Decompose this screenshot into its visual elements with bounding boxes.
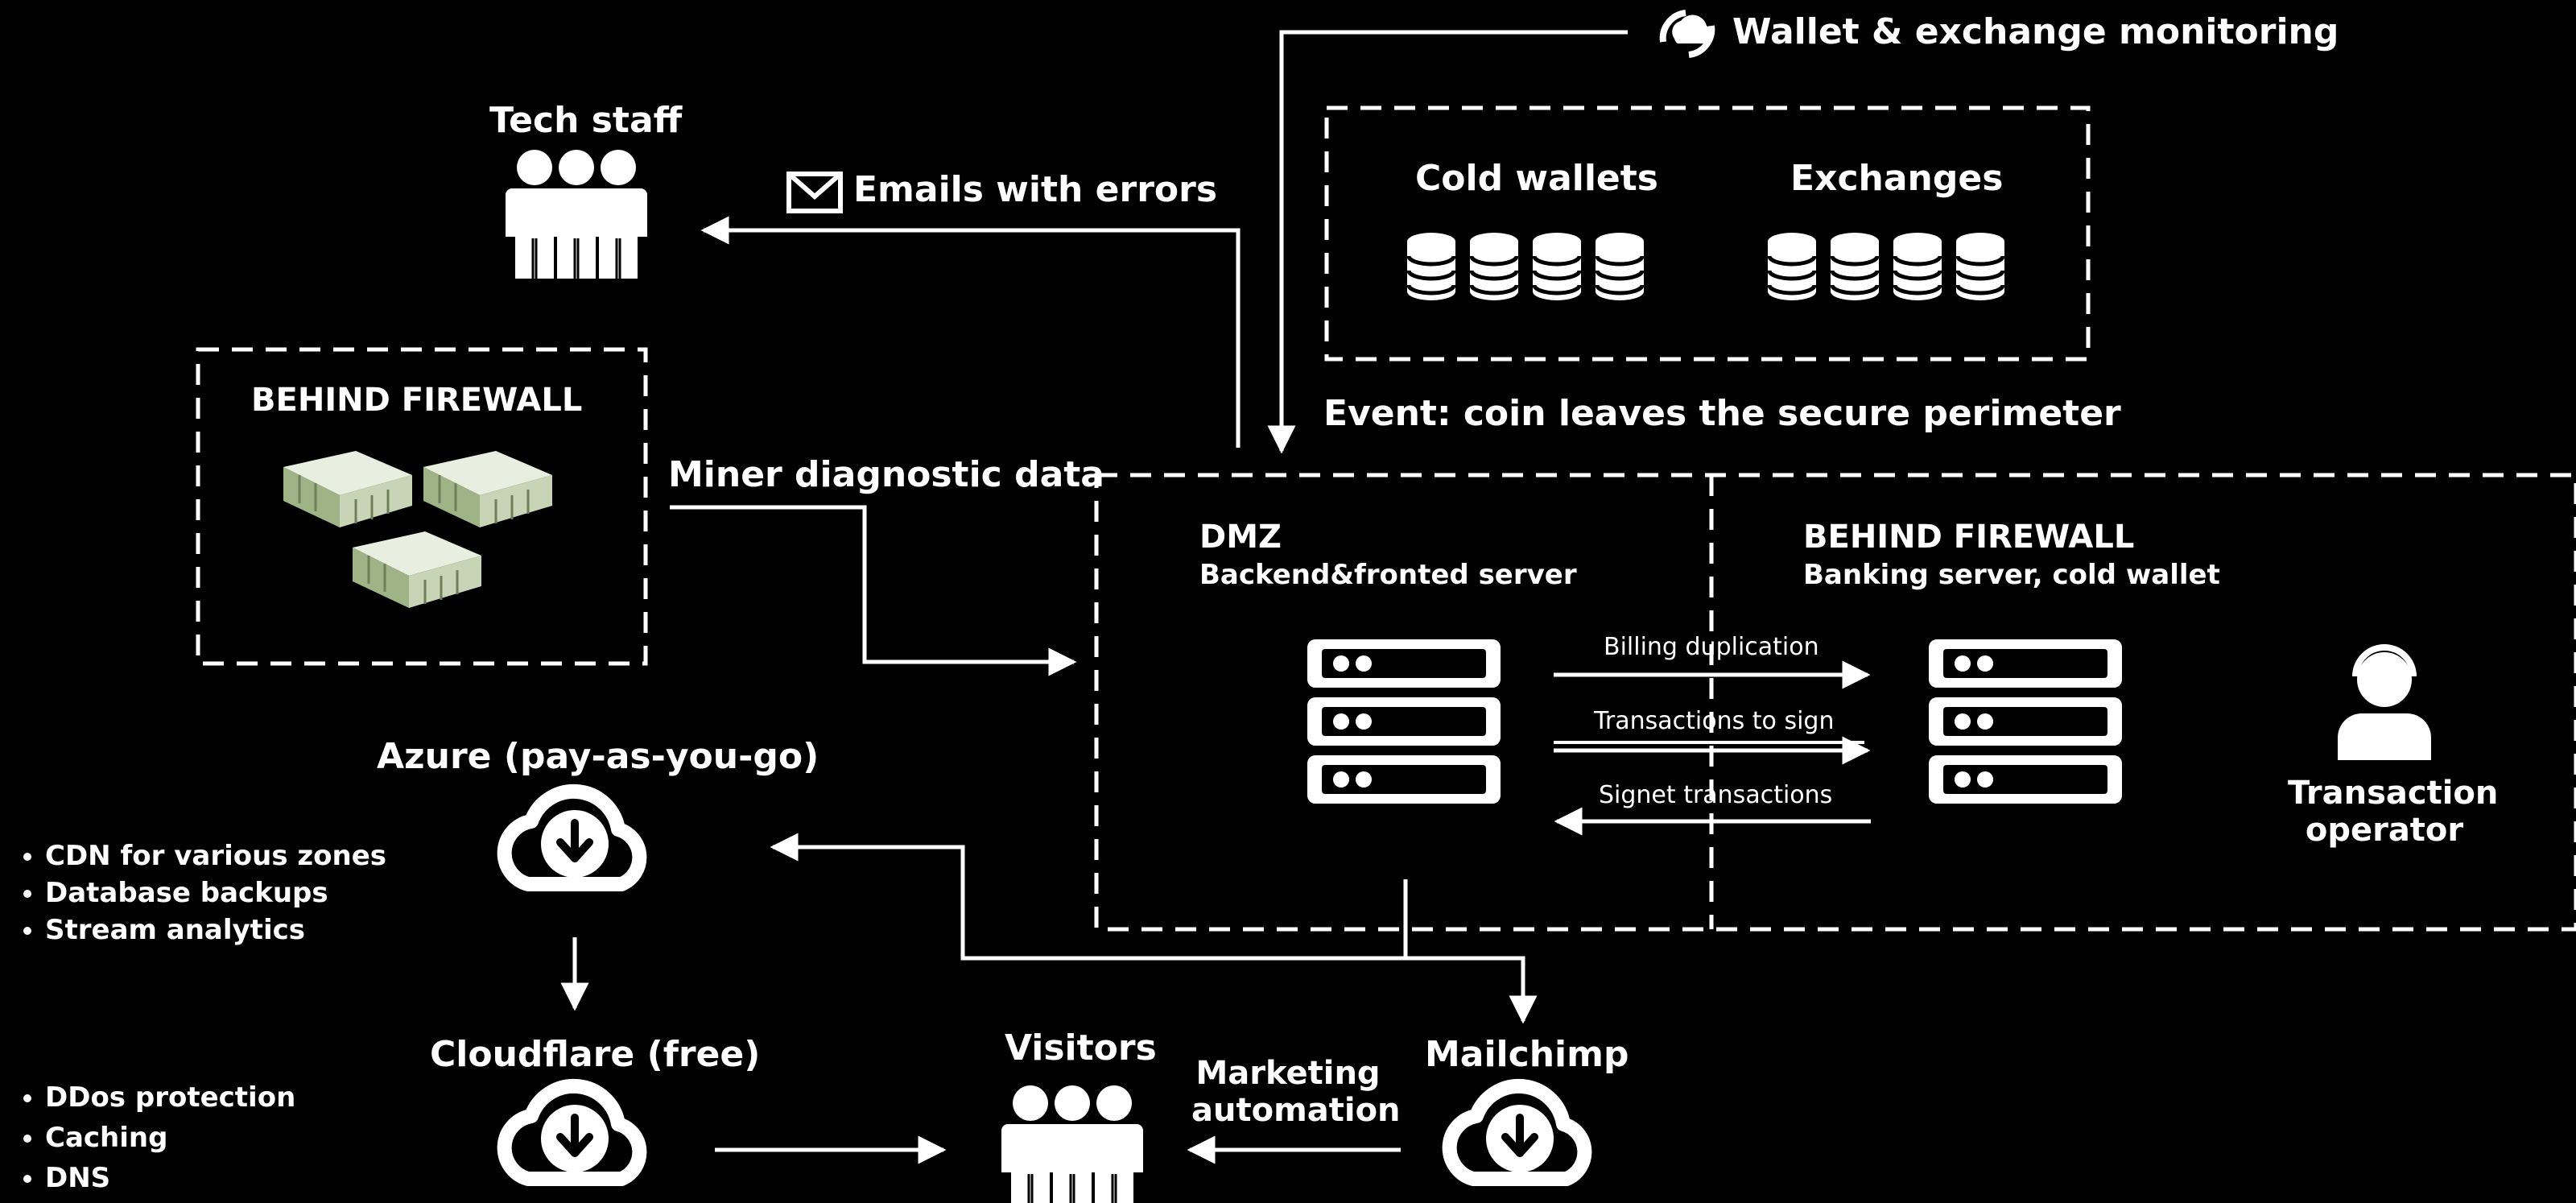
cloudflare-feature-item: DDos protection bbox=[45, 1077, 295, 1118]
monitoring-arrow bbox=[1267, 30, 1628, 454]
cloudflare-feature-item: DNS bbox=[45, 1158, 295, 1198]
transaction-operator-label-line2: operator bbox=[2305, 812, 2464, 849]
visitors-label: Visitors bbox=[1005, 1027, 1157, 1069]
server-to-azure-mailchimp-connector bbox=[770, 833, 1408, 961]
mail-icon bbox=[786, 172, 843, 213]
miner-diagnostic-label: Miner diagnostic data bbox=[668, 454, 1104, 495]
cloudflare-features-list: DDos protection Caching DNS bbox=[16, 1077, 295, 1198]
marketing-automation-label: Marketing automation bbox=[1191, 1055, 1401, 1129]
exchanges-label: Exchanges bbox=[1790, 158, 2004, 199]
azure-features-list: CDN for various zones Database backups S… bbox=[16, 837, 386, 949]
cold-storage-box bbox=[1324, 105, 2091, 362]
tech-staff-label: Tech staff bbox=[489, 100, 683, 141]
wallet-monitoring-icon bbox=[1659, 10, 1715, 58]
transaction-operator-icon bbox=[2338, 644, 2431, 760]
azure-feature-item: CDN for various zones bbox=[45, 837, 386, 874]
cold-wallets-label: Cold wallets bbox=[1415, 158, 1658, 199]
azure-cloud-icon bbox=[505, 792, 640, 884]
miner-firewall-box bbox=[196, 347, 648, 666]
mailchimp-label: Mailchimp bbox=[1425, 1034, 1629, 1075]
dmz-server-icon bbox=[1307, 639, 1501, 804]
dmz-subtitle: Backend&fronted server bbox=[1199, 559, 1577, 591]
azure-label: Azure (pay-as-you-go) bbox=[377, 736, 819, 777]
billing-duplication-label: Billing duplication bbox=[1604, 633, 1819, 661]
dmz-title: DMZ bbox=[1199, 519, 1282, 556]
banking-server-icon bbox=[1929, 639, 2122, 804]
cloudflare-cloud-icon bbox=[505, 1086, 640, 1179]
signet-transactions-label: Signet transactions bbox=[1599, 781, 1833, 809]
cloudflare-feature-item: Caching bbox=[45, 1118, 295, 1158]
exchanges-icon bbox=[1768, 233, 2004, 300]
mailchimp-cloud-icon bbox=[1450, 1086, 1585, 1179]
to-mailchimp-arrow bbox=[1406, 956, 1538, 1024]
transaction-operator-label: Transaction operator bbox=[2288, 775, 2499, 849]
miner-data-arrow bbox=[670, 505, 1077, 676]
transaction-operator-label-line1: Transaction bbox=[2288, 775, 2499, 812]
wallet-monitoring-label: Wallet & exchange monitoring bbox=[1732, 11, 2339, 52]
tech-staff-icon bbox=[504, 148, 649, 280]
cold-wallets-icon bbox=[1407, 233, 1644, 300]
miner-firewall-title: BEHIND FIREWALL bbox=[251, 382, 583, 419]
emails-label: Emails with errors bbox=[853, 169, 1218, 210]
marketing-label-line1: Marketing bbox=[1195, 1055, 1381, 1092]
server-zone-box bbox=[1094, 473, 2576, 932]
azure-feature-item: Stream analytics bbox=[45, 912, 386, 949]
banking-firewall-title: BEHIND FIREWALL bbox=[1803, 519, 2135, 556]
marketing-label-line2: automation bbox=[1191, 1092, 1401, 1129]
azure-feature-item: Database backups bbox=[45, 874, 386, 912]
banking-firewall-subtitle: Banking server, cold wallet bbox=[1803, 559, 2220, 591]
visitors-icon bbox=[1000, 1084, 1145, 1203]
miner-rigs-icon bbox=[282, 449, 554, 610]
event-label: Event: coin leaves the secure perimeter bbox=[1323, 393, 2121, 434]
transactions-to-sign-label: Transactions to sign bbox=[1594, 707, 1835, 735]
emails-arrow bbox=[700, 216, 1241, 448]
cloudflare-label: Cloudflare (free) bbox=[430, 1034, 761, 1075]
